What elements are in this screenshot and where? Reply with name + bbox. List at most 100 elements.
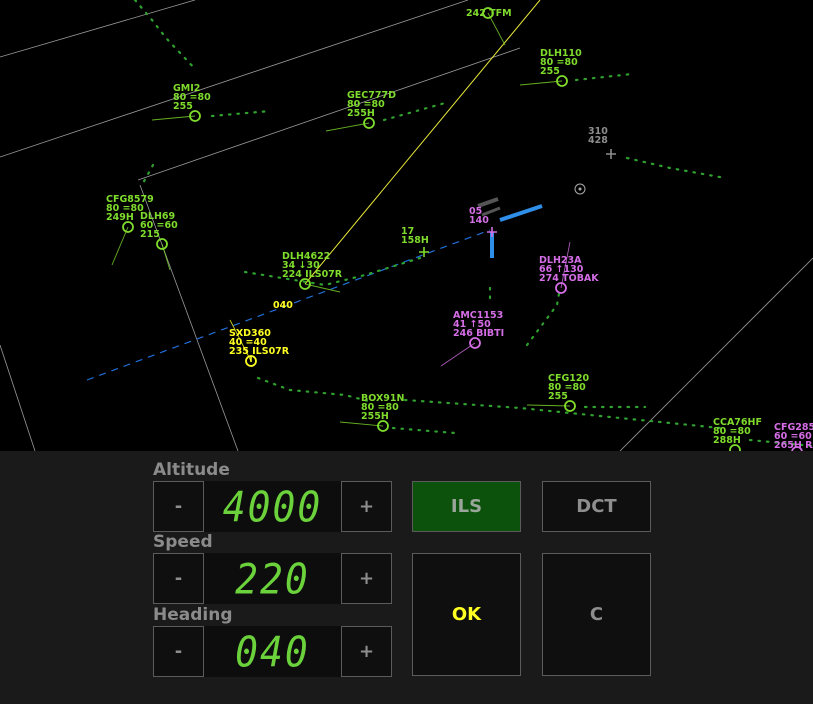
aircraft-label-alt: 41 ↑50 (453, 319, 491, 330)
heading-label: Heading (153, 605, 233, 625)
heading-vector (325, 122, 370, 132)
aircraft-trail (525, 286, 562, 347)
departure-symbol (419, 247, 429, 257)
aircraft-trail (574, 72, 634, 82)
departure-label-speed: 140 (469, 215, 489, 226)
aircraft-symbol (377, 420, 389, 432)
aircraft-label-callsign: CFG8579 (106, 194, 154, 205)
aircraft-trail (625, 156, 727, 180)
aircraft-label-speed: 255 (548, 391, 568, 402)
speed-plus-button[interactable]: + (341, 553, 392, 604)
aircraft-symbol (729, 444, 741, 451)
heading-vector (304, 283, 341, 293)
aircraft-trail (243, 256, 422, 287)
aircraft-trail (391, 426, 457, 435)
aircraft-symbol (156, 238, 168, 250)
aircraft-label-callsign: CCA76HF (713, 417, 762, 428)
airspace-boundary-line (0, 0, 196, 58)
cancel-button[interactable]: C (542, 553, 651, 676)
aircraft-label-alt: 80 =80 (347, 99, 385, 110)
heading-vector (560, 241, 571, 289)
aircraft-label-speed: 288H (713, 435, 741, 446)
heading-vector (440, 342, 476, 367)
heading-plus-button[interactable]: + (341, 626, 392, 677)
heading-marker: 040 (273, 300, 293, 311)
altitude-display: 4000 (204, 481, 341, 532)
aircraft-label-speed: 235 ILS07R (229, 346, 290, 357)
aircraft-label-callsign: CFG120 (548, 373, 589, 384)
aircraft-trail (140, 163, 155, 187)
speed-minus-button[interactable]: - (153, 553, 204, 604)
altitude-value: 4000 (222, 482, 323, 531)
aircraft-trail (382, 101, 447, 122)
aircraft-symbol (189, 110, 201, 122)
aircraft-label-speed: 255H (347, 108, 375, 119)
route-line (304, 0, 541, 285)
heading-vector (229, 319, 252, 362)
aircraft-label-alt: 34 ↓30 (282, 260, 320, 271)
airspace-boundary-line (0, 0, 469, 158)
runway (499, 204, 543, 222)
altitude-label: Altitude (153, 460, 230, 480)
ok-button[interactable]: OK (412, 553, 521, 676)
aircraft-label-alt: 66 ↑130 (539, 264, 584, 275)
aircraft-label-callsign: AMC1153 (453, 310, 503, 321)
departure-label-alt: 310 (588, 126, 608, 137)
aircraft-symbol (122, 221, 134, 233)
ils-localizer-line (86, 229, 491, 381)
speed-label: Speed (153, 532, 213, 552)
aircraft-trail (256, 376, 374, 404)
aircraft-label-callsign: DLH4622 (282, 251, 330, 262)
aircraft-label-speed: 255H (361, 411, 389, 422)
altitude-minus-button[interactable]: - (153, 481, 204, 532)
aircraft-symbol (791, 446, 803, 451)
aircraft-label-alt: 60 =60 (774, 431, 812, 442)
departure-label-alt: 17 (401, 226, 414, 237)
navaid-icon (574, 183, 586, 195)
aircraft-label-alt: 80 =80 (548, 382, 586, 393)
aircraft-label-callsign: DLH23A (539, 255, 582, 266)
aircraft-label-alt: 60 =60 (140, 220, 178, 231)
aircraft-trail (403, 398, 722, 430)
departure-symbol (487, 227, 497, 237)
departure-label-speed: 428 (588, 135, 608, 146)
runway (481, 206, 501, 217)
aircraft-symbol (555, 282, 567, 294)
aircraft-label-alt: 80 =80 (540, 57, 578, 68)
ils-button[interactable]: ILS (412, 481, 521, 532)
aircraft-label-alt: 80 =80 (713, 426, 751, 437)
control-panel: Altitude - 4000 + Speed - 220 + Heading … (0, 451, 813, 704)
aircraft-label-alt: 80 =80 (173, 92, 211, 103)
departure-symbol (606, 149, 616, 159)
aircraft-label-callsign: DLH110 (540, 48, 582, 59)
aircraft-label-speed: 215 (140, 229, 160, 240)
aircraft-trail (748, 438, 813, 448)
heading-minus-button[interactable]: - (153, 626, 204, 677)
aircraft-label-callsign: BOX91N (361, 393, 405, 404)
aircraft-label-alt: 80 =80 (361, 402, 399, 413)
altitude-plus-button[interactable]: + (341, 481, 392, 532)
departure-label-speed: 158H (401, 235, 429, 246)
aircraft-symbol (482, 7, 494, 19)
aircraft-label-callsign: CFG285 (774, 422, 813, 433)
heading-vector (339, 421, 384, 427)
aircraft-label-callsign: GMI2 (173, 83, 200, 94)
navaid-icon (578, 187, 582, 191)
speed-display: 220 (204, 553, 341, 604)
airspace-boundary-line (0, 344, 36, 451)
airspace-boundary-line (137, 47, 521, 181)
airspace-boundary-line (139, 184, 239, 451)
aircraft-trail (133, 0, 198, 72)
aircraft-symbol (469, 337, 481, 349)
aircraft-label-speed: 242 TFM (466, 8, 512, 19)
aircraft-label-speed: 255 (540, 66, 560, 77)
aircraft-symbol (556, 75, 568, 87)
heading-vector (151, 115, 196, 121)
aircraft-label-speed: 265H RA (774, 440, 813, 451)
aircraft-label-speed: 255 (173, 101, 193, 112)
dct-button[interactable]: DCT (542, 481, 651, 532)
departure-label-alt: 05 (469, 206, 482, 217)
heading-vector (519, 80, 563, 86)
aircraft-trail (210, 109, 272, 118)
